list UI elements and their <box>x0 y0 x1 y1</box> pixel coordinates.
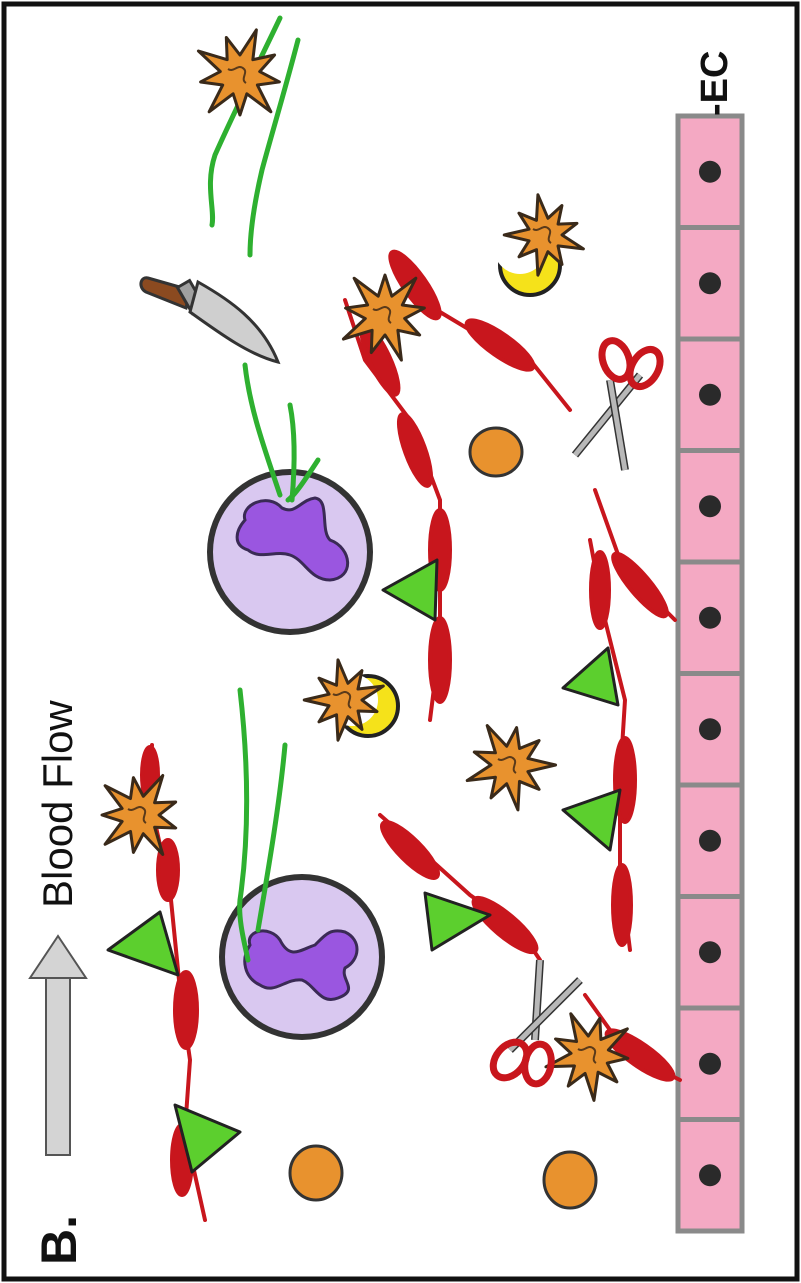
endothelial-cell <box>678 1120 742 1232</box>
fibrin-node <box>613 865 631 945</box>
panel-label: B. <box>30 1215 88 1265</box>
cell-nucleus <box>699 607 721 629</box>
endothelial-cell <box>678 451 742 563</box>
endothelial-cell <box>678 562 742 674</box>
cell-nucleus <box>699 272 721 294</box>
endothelial-cell <box>678 1008 742 1120</box>
platelet-icon <box>290 1146 342 1200</box>
endothelial-cell <box>678 674 742 786</box>
endothelial-cell <box>678 785 742 897</box>
cell-nucleus <box>699 718 721 740</box>
endothelial-cell-layer <box>678 116 742 1231</box>
platelet-icon <box>470 428 522 476</box>
cell-nucleus <box>699 1164 721 1186</box>
fibrin-node <box>175 972 197 1048</box>
endothelial-cell <box>678 116 742 228</box>
endothelial-cell <box>678 228 742 340</box>
blood-flow-label: Blood Flow <box>34 700 82 908</box>
cell-nucleus <box>699 830 721 852</box>
cell-nucleus <box>699 941 721 963</box>
fibrin-node <box>591 552 609 628</box>
endothelial-cell <box>678 897 742 1009</box>
platelet-icon <box>544 1152 596 1208</box>
cell-nucleus <box>699 384 721 406</box>
endothelial-cell <box>678 339 742 451</box>
cell-nucleus <box>699 495 721 517</box>
endothelial-cell-label: -EC <box>694 51 737 116</box>
fibrin-node <box>430 618 450 702</box>
cell-nucleus <box>699 161 721 183</box>
cell-nucleus <box>699 1053 721 1075</box>
